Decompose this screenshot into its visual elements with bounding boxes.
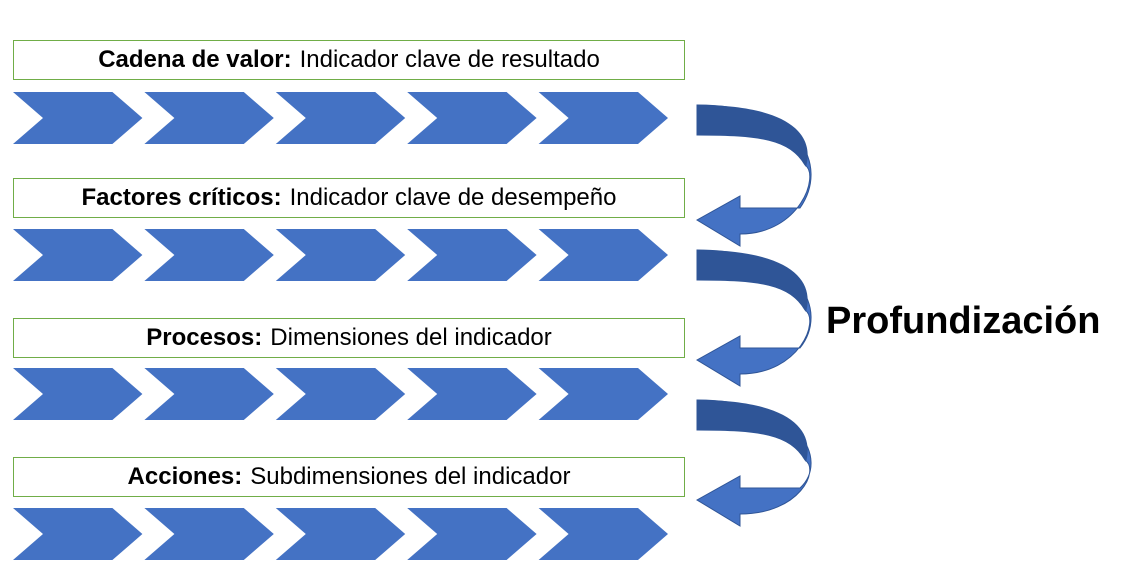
chevron-step (275, 229, 406, 281)
chevron-step (538, 508, 668, 560)
chevron-step (144, 92, 274, 144)
curved-arrow-icon (696, 104, 812, 247)
chevron-step (144, 368, 274, 420)
level-term: Procesos: (146, 324, 263, 351)
chevron-step (275, 92, 406, 144)
chevron-step (275, 508, 406, 560)
level-description: Indicador clave de resultado (299, 46, 600, 73)
side-label: Profundización (826, 300, 1101, 342)
level-description: Dimensiones del indicador (270, 324, 552, 351)
level-term: Factores críticos: (81, 184, 282, 211)
chevron-step (13, 368, 143, 420)
chevron-step (407, 508, 537, 560)
level-description: Indicador clave de desempeño (289, 184, 617, 211)
chevron-step (407, 229, 537, 281)
level-box-processes: Procesos: Dimensiones del indicador (13, 318, 685, 358)
level-box-value-chain: Cadena de valor: Indicador clave de resu… (13, 40, 685, 80)
curved-arrow-icon (696, 249, 812, 387)
level-description: Subdimensiones del indicador (250, 463, 571, 490)
curved-arrow-icon (696, 399, 812, 527)
chevron-step (13, 229, 143, 281)
level-term: Acciones: (127, 463, 243, 490)
chevron-step (13, 92, 143, 144)
chevron-step (275, 368, 406, 420)
chevron-step (407, 368, 537, 420)
chevron-step (407, 92, 537, 144)
level-box-actions: Acciones: Subdimensiones del indicador (13, 457, 685, 497)
chevron-step (538, 368, 668, 420)
chevron-step (13, 508, 143, 560)
level-term: Cadena de valor: (98, 46, 292, 73)
chevron-step (538, 92, 668, 144)
chevron-step (144, 229, 274, 281)
chevron-step (144, 508, 274, 560)
chevron-step (538, 229, 668, 281)
level-box-critical-factors: Factores críticos: Indicador clave de de… (13, 178, 685, 218)
